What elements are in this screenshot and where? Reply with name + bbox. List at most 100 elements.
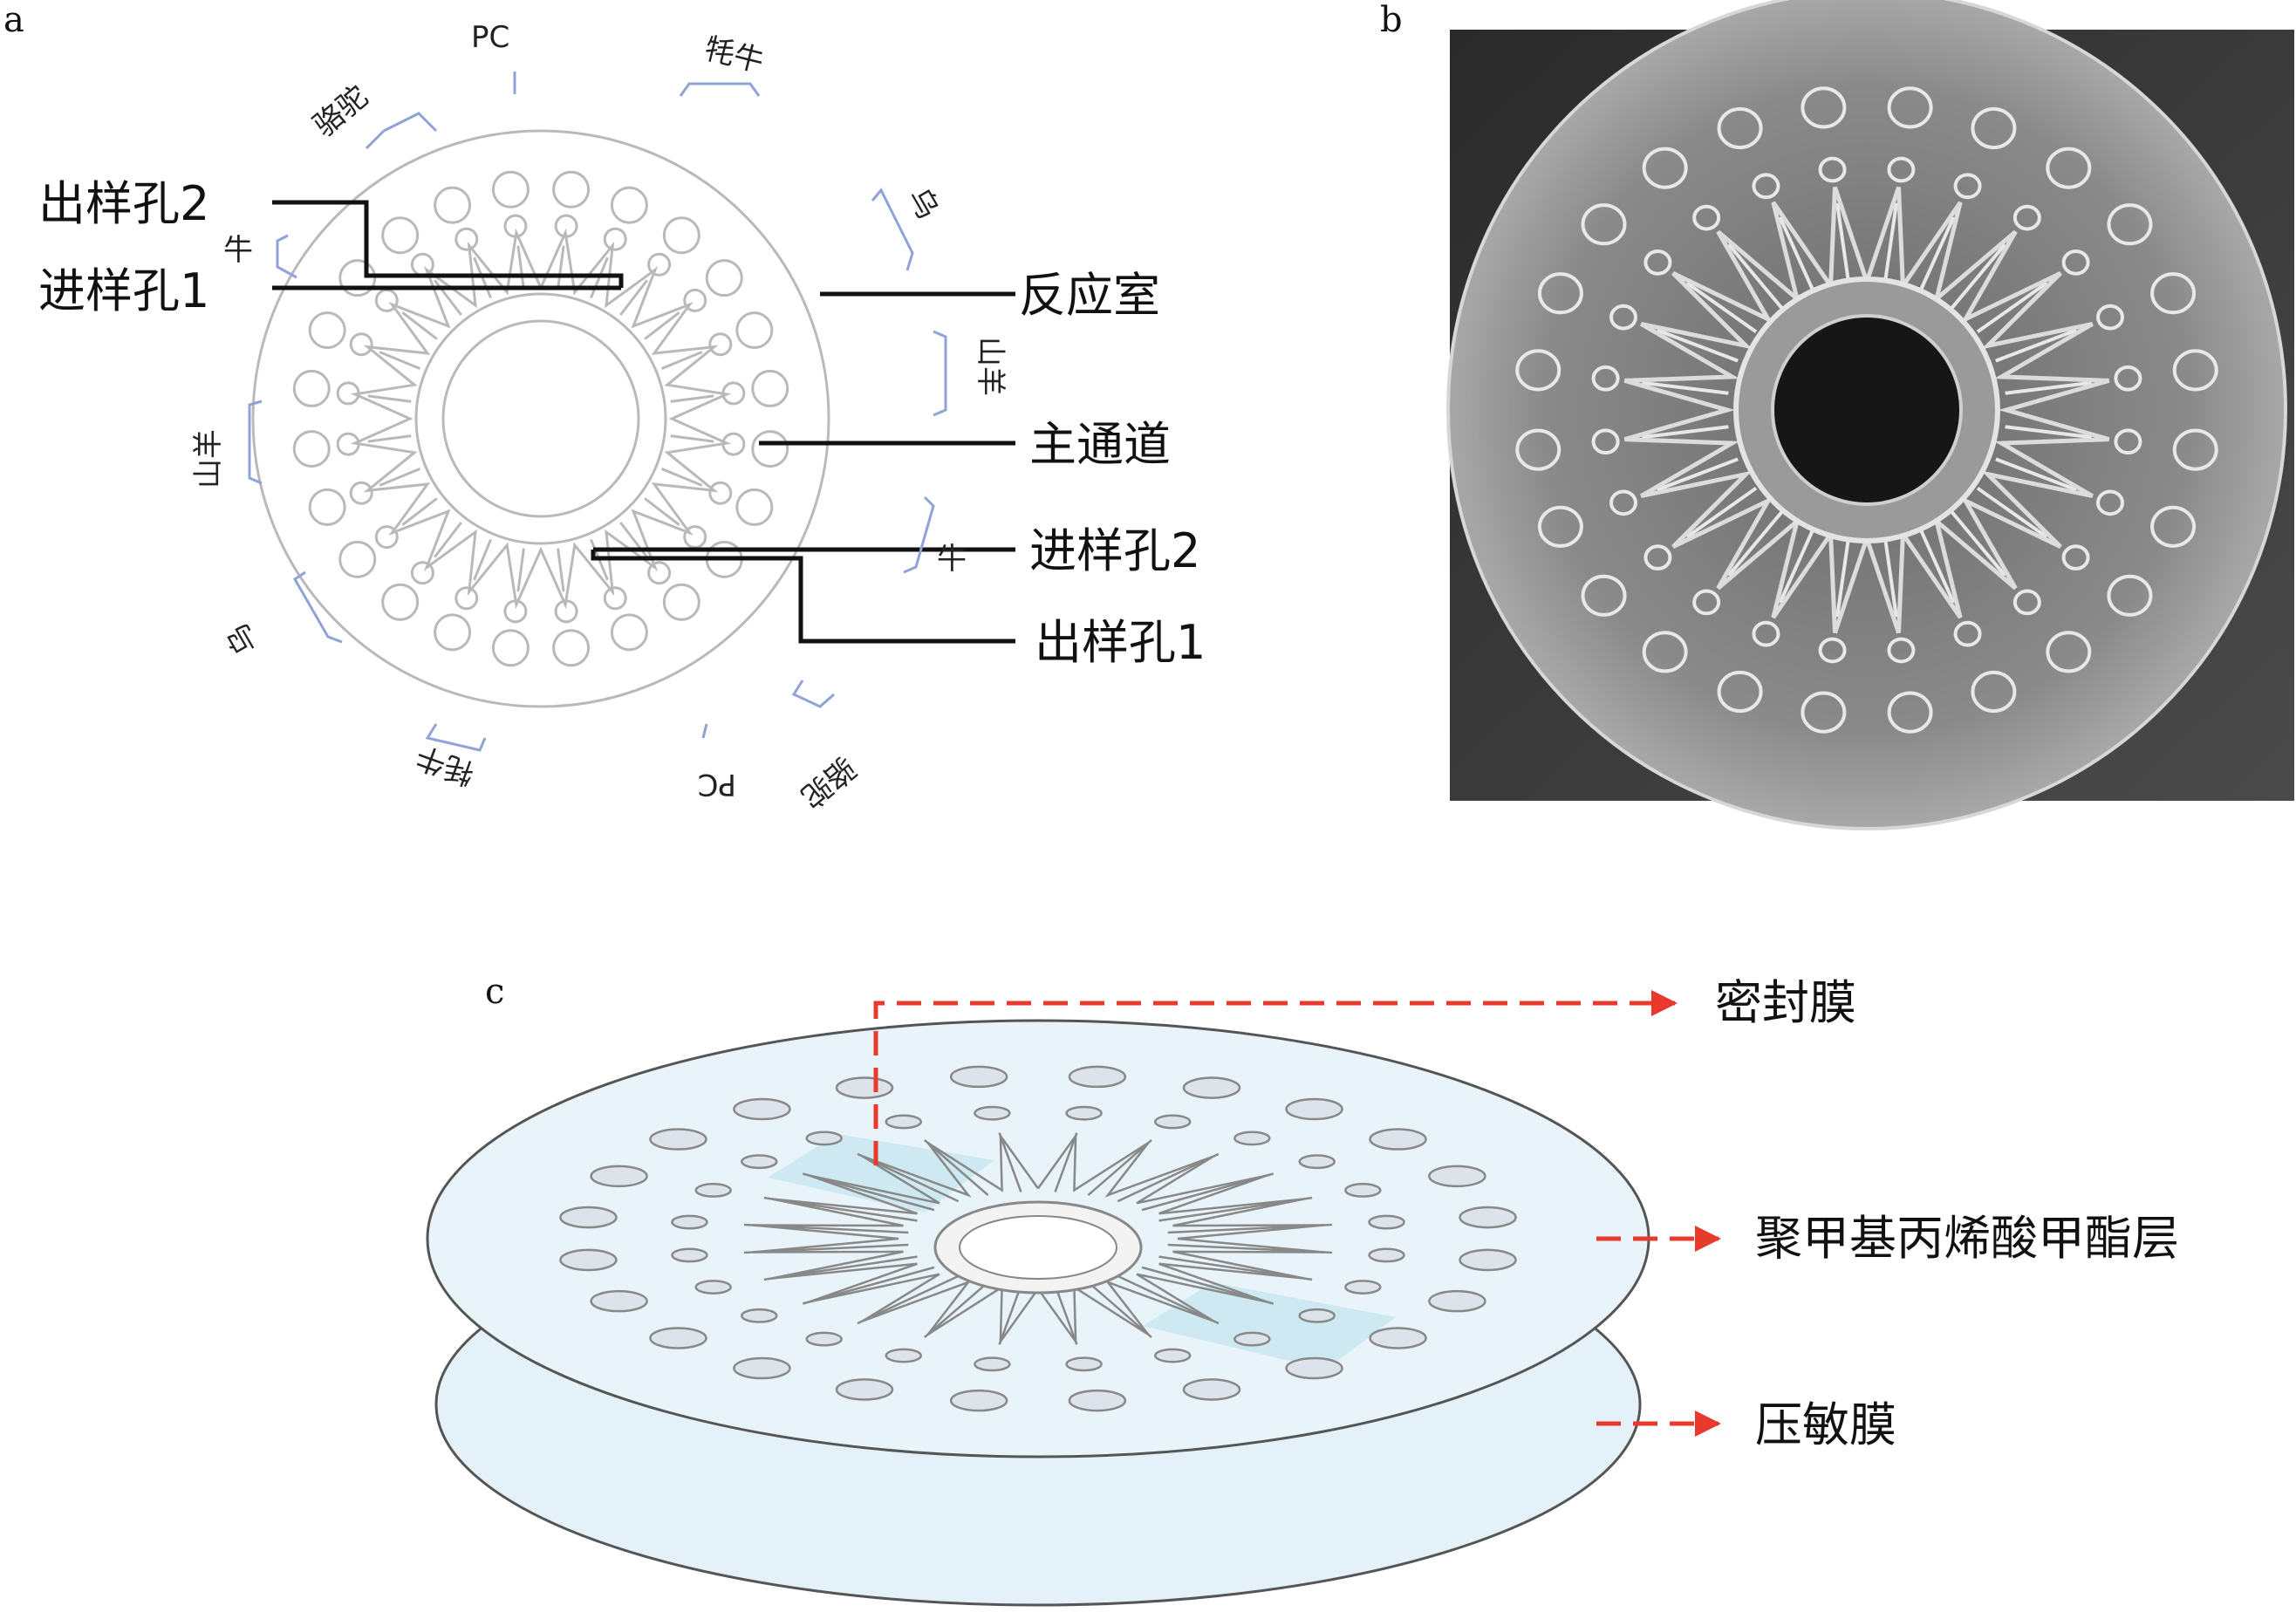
metering-chamber: [1643, 544, 1672, 571]
unit-stem: [1883, 536, 1898, 618]
unit-stem: [998, 1132, 1022, 1192]
reaction-chamber: [662, 216, 700, 255]
reaction-chamber: [1717, 670, 1763, 714]
reaction-chamber: [1581, 203, 1627, 246]
metering-chamber: [2012, 589, 2041, 616]
label-pressure-film: 压敏膜: [1755, 1397, 1896, 1452]
reaction-chamber: [1369, 1327, 1427, 1349]
metering-chamber: [974, 1356, 1011, 1372]
reaction-chamber: [610, 186, 648, 224]
reaction-chamber: [292, 369, 331, 407]
reaction-chamber: [1285, 1097, 1343, 1121]
chip-center-hole: [441, 319, 640, 518]
unit-stem: [1685, 486, 1758, 539]
metering-chamber: [647, 561, 672, 585]
reaction-chamber: [1801, 691, 1847, 734]
reaction-chamber: [434, 613, 472, 652]
reaction-chamber: [949, 1389, 1008, 1412]
metering-chamber: [1609, 304, 1637, 331]
reaction-chamber: [1642, 631, 1688, 673]
metering-chamber: [1643, 249, 1672, 276]
unit-stem: [1685, 281, 1758, 334]
metering-chamber: [1818, 156, 1847, 183]
reaction-chamber: [1537, 505, 1583, 548]
reaction-chamber: [649, 1327, 707, 1349]
reaction-chamber: [1971, 106, 2017, 150]
metering-chamber: [2012, 204, 2041, 231]
unit-stem: [661, 351, 703, 370]
reaction-chamber: [751, 430, 789, 468]
reaction-chamber: [552, 170, 591, 208]
reaction-chamber: [1887, 691, 1933, 734]
photo-reaction-units: [1515, 86, 2218, 734]
metering-chamber: [349, 332, 373, 357]
unit-stem: [1950, 510, 2006, 577]
unit-stem: [1087, 1281, 1152, 1339]
reaction-chamber: [2107, 574, 2153, 617]
reaction-chamber: [1068, 1389, 1127, 1412]
metering-chamber: [2114, 365, 2142, 392]
chip-outer-rim: [251, 129, 830, 708]
leader-outlet1: [591, 550, 1015, 644]
metering-chamber: [1344, 1280, 1382, 1295]
reaction-chamber: [381, 216, 420, 255]
unit-stem: [1883, 202, 1898, 283]
metering-chamber: [1233, 1131, 1271, 1146]
metering-chamber: [805, 1131, 843, 1146]
reaction-chamber: [835, 1076, 894, 1099]
reaction-chamber: [1459, 1206, 1517, 1229]
unit-stem: [1657, 328, 1739, 363]
reaction-chamber: [1369, 1128, 1427, 1151]
reaction-chamber: [1515, 349, 1561, 392]
reaction-chamber: [2046, 147, 2092, 189]
unit-stem: [557, 245, 565, 290]
metering-chamber: [1953, 620, 1982, 647]
unit-stem: [1117, 1274, 1220, 1325]
label-inlet1: 进样孔1: [38, 263, 209, 318]
label-outlet2: 出样孔2: [38, 176, 209, 231]
unit-stem: [473, 539, 492, 581]
label-goat-left: 山羊: [191, 429, 226, 488]
label-reaction-chamber: 反应室: [1019, 268, 1160, 323]
metering-chamber: [1953, 173, 1982, 200]
unit-stem: [1054, 1132, 1078, 1192]
unit-stem: [2005, 425, 2093, 440]
panel-letter-a: a: [3, 0, 24, 40]
reaction-chamber: [590, 1165, 648, 1188]
reaction-chamber: [1068, 1065, 1127, 1089]
unit-stem: [924, 1281, 989, 1339]
unit-stem: [1835, 536, 1851, 618]
reaction-chamber: [381, 583, 420, 621]
reaction-chamber: [662, 583, 700, 621]
reaction-chamber: [1182, 1076, 1241, 1099]
label-camel-top: 骆驼: [307, 79, 375, 144]
reaction-chamber: [733, 1097, 791, 1121]
bracket-pc-bottom: [701, 723, 708, 739]
metering-chamber: [2096, 304, 2125, 331]
reaction-chamber: [2172, 349, 2218, 392]
metering-chamber: [1591, 365, 1620, 392]
unit-stem: [401, 497, 438, 526]
reaction-chamber: [434, 186, 472, 224]
unit-stem: [2005, 380, 2093, 395]
metering-chamber: [708, 332, 733, 357]
reaction-chamber: [1887, 86, 1933, 129]
bracket-yak-top: [679, 82, 761, 97]
reaction-chamber: [2046, 631, 2092, 673]
label-cattle-left: 牛: [223, 233, 253, 268]
metering-chamber: [694, 1280, 732, 1295]
unit-stem: [1087, 1138, 1152, 1197]
metering-chamber: [1344, 1183, 1382, 1198]
reaction-chamber: [559, 1248, 618, 1272]
reaction-chamber: [559, 1206, 618, 1229]
callout-leaders: [272, 200, 1015, 644]
reaction-chamber: [1581, 574, 1627, 617]
main-channel-zigzag: [350, 228, 732, 610]
reaction-chamber: [610, 613, 648, 652]
metering-chamber: [694, 1183, 732, 1198]
reaction-units: [292, 170, 789, 667]
reaction-chamber: [1459, 1248, 1517, 1272]
unit-stem: [1727, 510, 1784, 577]
seal-film-patch-2: [1143, 1282, 1396, 1370]
unit-stem: [1641, 380, 1729, 395]
